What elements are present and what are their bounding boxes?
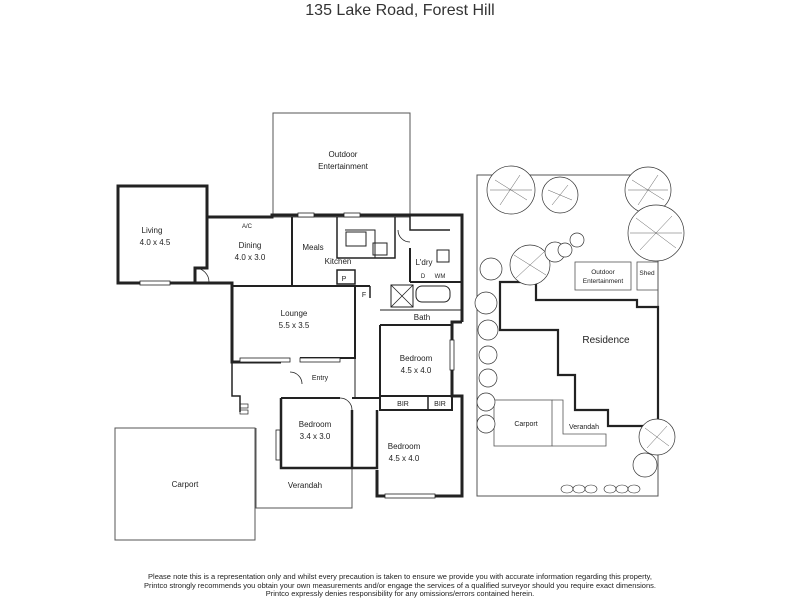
outer-wall xyxy=(375,320,464,498)
ac-label: A/C xyxy=(242,224,253,230)
bedroom-label: Bedroom xyxy=(299,420,332,429)
site-outdoor-label: Entertainment xyxy=(583,278,624,285)
site-outdoor-label: Outdoor xyxy=(591,269,615,276)
entry-wall xyxy=(231,362,241,412)
verandah-area xyxy=(255,428,353,509)
page-title: 135 Lake Road, Forest Hill xyxy=(305,2,495,19)
disclaimer-line: Printco expressly denies responsibility … xyxy=(265,589,535,598)
site-verandah xyxy=(552,399,607,447)
dining-label: Dining xyxy=(239,241,262,250)
living-room xyxy=(116,184,209,285)
bedroom-size: 4.5 x 4.0 xyxy=(401,366,432,375)
site-shed-label: Shed xyxy=(639,270,655,277)
lounge-label: Lounge xyxy=(281,309,308,318)
bath-label: Bath xyxy=(414,313,430,322)
entry-label: Entry xyxy=(312,375,329,382)
lounge-size: 5.5 x 3.5 xyxy=(279,321,310,330)
bir-label: BIR xyxy=(397,401,409,408)
bedroom-label: Bedroom xyxy=(388,442,421,451)
living-size: 4.0 x 4.5 xyxy=(140,238,171,247)
bedroom-size: 3.4 x 3.0 xyxy=(300,432,331,441)
kitchen-label: Kitchen xyxy=(325,257,352,266)
living-label: Living xyxy=(142,226,163,235)
residence-outline xyxy=(498,280,660,428)
laundry-label: L'dry xyxy=(415,258,432,267)
outdoor-label: Outdoor xyxy=(329,150,358,159)
site-shrubs xyxy=(560,484,641,494)
bir-label: BIR xyxy=(434,401,446,408)
dryer-label: D xyxy=(421,274,426,280)
dining-size: 4.0 x 3.0 xyxy=(235,253,266,262)
site-shed xyxy=(636,261,659,291)
bedroom-size: 4.5 x 4.0 xyxy=(389,454,420,463)
meals-label: Meals xyxy=(302,243,323,252)
carport-label: Carport xyxy=(172,480,199,489)
carport-area xyxy=(114,427,256,541)
pantry-label: P xyxy=(342,276,347,283)
wm-label: WM xyxy=(435,274,446,280)
outer-wall xyxy=(195,281,281,364)
site-residence-label: Residence xyxy=(582,335,630,346)
disclaimer: Please note this is a representation onl… xyxy=(0,572,800,599)
bedroom-label: Bedroom xyxy=(400,354,433,363)
fridge-label: F xyxy=(362,292,366,299)
outdoor-entertainment-area xyxy=(272,112,411,218)
site-verandah-label: Verandah xyxy=(569,424,599,431)
outer-wall xyxy=(207,213,464,322)
site-carport-label: Carport xyxy=(514,421,537,428)
disclaimer-line: Printco strongly recommends you obtain y… xyxy=(144,580,656,590)
site-outdoor-area xyxy=(574,261,632,291)
outdoor-label: Entertainment xyxy=(318,162,369,171)
verandah-label: Verandah xyxy=(288,481,322,490)
disclaimer-line: Please note this is a representation onl… xyxy=(148,572,652,581)
